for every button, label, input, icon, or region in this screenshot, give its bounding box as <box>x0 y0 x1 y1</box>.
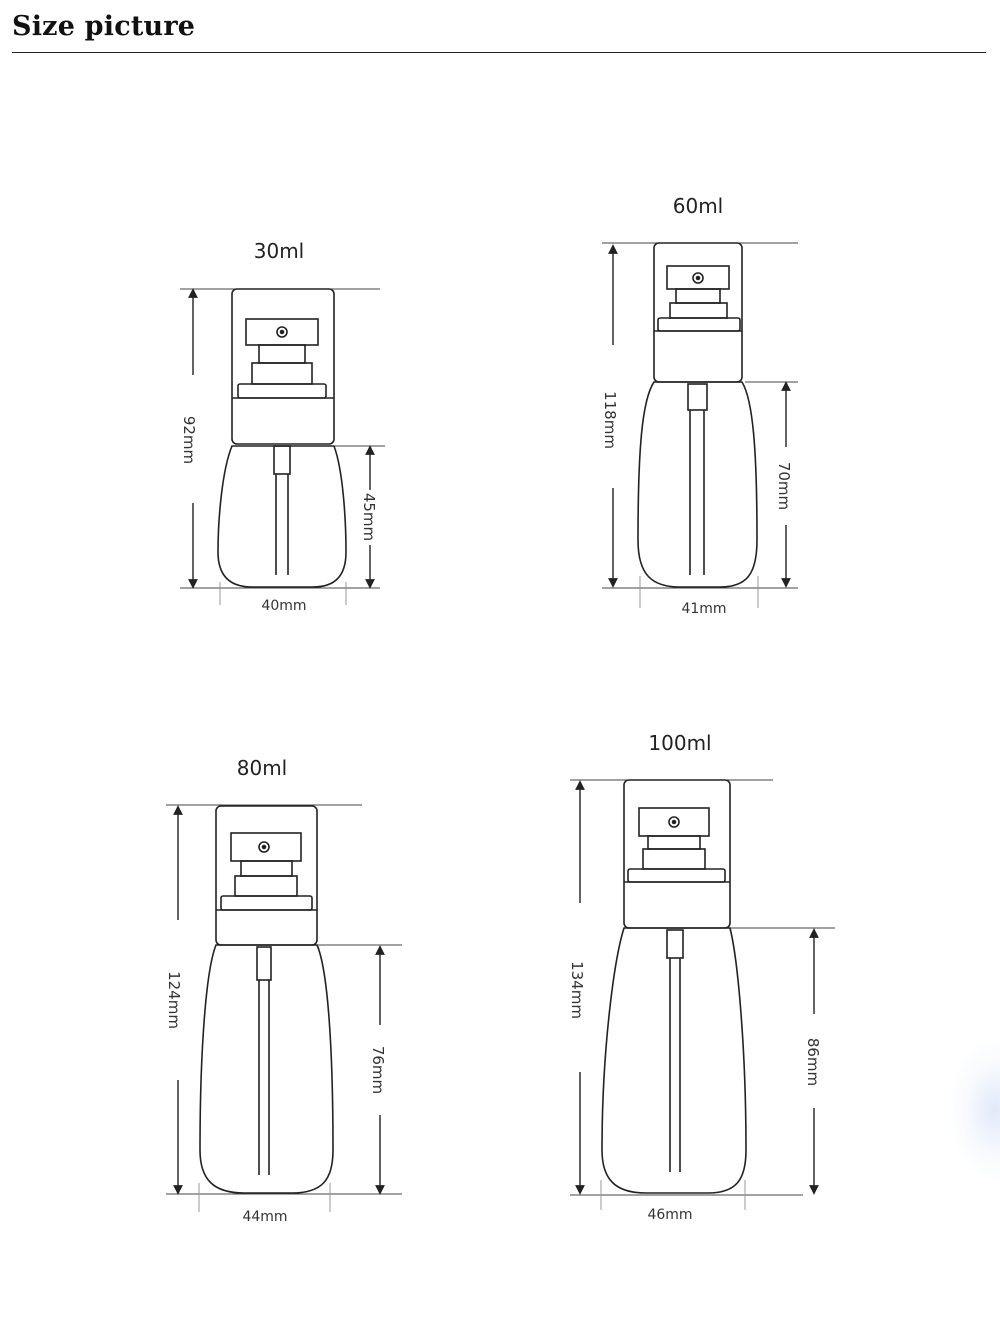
body-height-label: 45mm <box>360 493 378 541</box>
width-label: 46mm <box>647 1207 692 1223</box>
bottle-100ml <box>601 779 747 1194</box>
capacity-label: 100ml <box>648 731 711 755</box>
width-label: 40mm <box>261 598 306 614</box>
capacity-label: 30ml <box>254 239 305 263</box>
bottle-diagram-100ml: 100ml 134mm 86mm 46mm <box>568 731 835 1223</box>
bottle-diagram-60ml: 60ml 118mm 70mm 41mm <box>601 194 798 617</box>
bottle-80ml <box>199 805 334 1194</box>
capacity-label: 60ml <box>673 194 724 218</box>
bottle-diagram-30ml: 30ml 92mm 45mm 40mm <box>180 239 385 614</box>
header: Size picture <box>12 8 986 53</box>
page-title: Size picture <box>12 11 196 42</box>
bottle-diagram-80ml: 80ml 124mm 76mm 44mm <box>165 756 402 1225</box>
total-height-label: 134mm <box>568 961 586 1019</box>
total-height-label: 92mm <box>180 416 198 464</box>
bottle-60ml <box>637 242 758 588</box>
capacity-label: 80ml <box>237 756 288 780</box>
width-label: 44mm <box>242 1209 287 1225</box>
body-height-label: 86mm <box>804 1038 822 1086</box>
title-divider <box>12 52 986 53</box>
body-height-label: 70mm <box>775 462 793 510</box>
width-label: 41mm <box>681 601 726 617</box>
body-height-label: 76mm <box>369 1046 387 1094</box>
total-height-label: 118mm <box>601 391 619 449</box>
total-height-label: 124mm <box>165 971 183 1029</box>
bottle-30ml <box>217 288 347 588</box>
